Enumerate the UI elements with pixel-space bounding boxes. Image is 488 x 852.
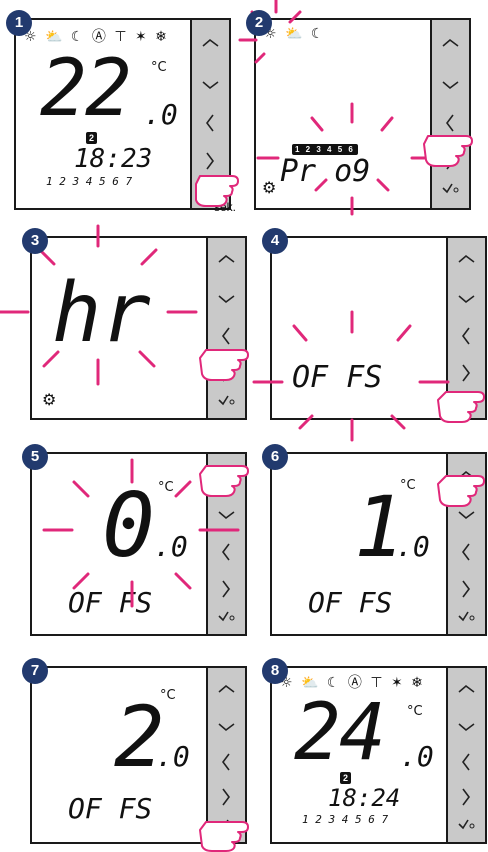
weekday-row: 1 2 3 4 5 6 7 [46,175,133,188]
unit-label: °C [160,688,176,703]
step-3-panel: hr ⚙ 3 [22,228,247,420]
temperature-decimal: .0 [396,530,430,563]
step-badge: 5 [22,444,48,470]
temperature-main: 1 [354,478,405,576]
day-tag: 2 [340,772,352,784]
side-buttons-icon[interactable] [208,668,245,842]
menu-code: OF FS [292,360,383,395]
step-badge: 4 [262,228,288,254]
button-column [206,668,245,842]
day-tag: 2 [86,132,98,144]
step-badge: 1 [6,10,32,36]
clock-time: 18:23 [74,144,153,174]
thermostat-display: ☼ ⛅ ☾ Ⓐ ⊤ ✶ ❄ 22 .0 °C 2 18:23 1 2 3 4 5… [14,18,231,210]
step-8-panel: ☼ ⛅ ☾ Ⓐ ⊤ ✶ ❄ 24 .0 °C 2 18:24 1 2 3 4 5… [262,658,487,844]
temperature-main: 2 [114,688,165,786]
button-column [446,668,485,842]
temperature-main: 0 [102,474,155,577]
gear-icon: ⚙ [262,178,277,197]
temperature-decimal: .0 [400,740,434,773]
thermostat-display: 1 .0 °C OF FS [270,452,487,636]
step-1-panel: ☼ ⛅ ☾ Ⓐ ⊤ ✶ ❄ 22 .0 °C 2 18:23 1 2 3 4 5… [6,10,236,214]
side-buttons-icon[interactable] [448,668,485,842]
gear-icon: ⚙ [42,390,57,409]
program-code: Pr o9 [280,154,371,189]
thermostat-display: hr ⚙ [30,236,247,420]
button-column [430,20,469,208]
step-badge: 2 [246,10,272,36]
clock-time: 18:24 [328,784,401,812]
step-badge: 7 [22,658,48,684]
side-buttons-icon[interactable] [448,454,485,634]
hold-duration-label: 3 sek. [214,186,237,214]
thermostat-display: 2 .0 °C OF FS [30,666,247,844]
menu-code: OF FS [68,792,153,825]
thermostat-display: 0 .0 °C OF FS [30,452,247,636]
mode-icons-row: ☼ ⛅ ☾ Ⓐ ⊤ ✶ ❄ [24,29,169,45]
menu-code: OF FS [308,586,393,619]
temperature-main: 24 [294,688,386,778]
side-buttons-icon[interactable] [208,238,245,418]
weekday-row: 1 2 3 4 5 6 7 [302,813,389,826]
step-4-panel: OF FS 4 [262,228,487,420]
thermostat-display: ☼ ⛅ ☾ Ⓐ ⊤ ✶ ❄ 24 .0 °C 2 18:24 1 2 3 4 5… [270,666,487,844]
temperature-main: 22 [40,44,132,134]
menu-code: hr [52,266,151,361]
button-column [190,20,229,208]
step-badge: 3 [22,228,48,254]
button-column [446,238,485,418]
side-buttons-icon[interactable] [208,454,245,634]
temperature-decimal: .0 [144,98,178,131]
unit-label: °C [407,704,423,719]
unit-label: °C [158,480,174,495]
button-column [206,238,245,418]
side-buttons-icon[interactable] [432,20,469,208]
step-badge: 6 [262,444,288,470]
thermostat-display: ☼ ⛅ ☾ 1 2 3 4 5 6 Pr o9 ⚙ [254,18,471,210]
mode-icons-row: ☼ ⛅ ☾ [264,26,326,42]
temperature-decimal: .0 [154,530,188,563]
side-buttons-icon[interactable] [192,20,229,208]
step-5-panel: 0 .0 °C OF FS 5 [22,444,247,636]
unit-label: °C [151,60,167,75]
step-6-panel: 1 .0 °C OF FS 6 [262,444,487,636]
side-buttons-icon[interactable] [448,238,485,418]
menu-code: OF FS [68,586,153,619]
button-column [446,454,485,634]
mode-icons-row: ☼ ⛅ ☾ Ⓐ ⊤ ✶ ❄ [280,675,425,691]
step-2-panel: ☼ ⛅ ☾ 1 2 3 4 5 6 Pr o9 ⚙ 2 [246,10,471,210]
button-column [206,454,245,634]
step-badge: 8 [262,658,288,684]
thermostat-display: OF FS [270,236,487,420]
unit-label: °C [400,478,416,493]
program-day-tags: 1 2 3 4 5 6 [292,144,358,155]
temperature-decimal: .0 [156,740,190,773]
step-7-panel: 2 .0 °C OF FS 7 [22,658,247,844]
